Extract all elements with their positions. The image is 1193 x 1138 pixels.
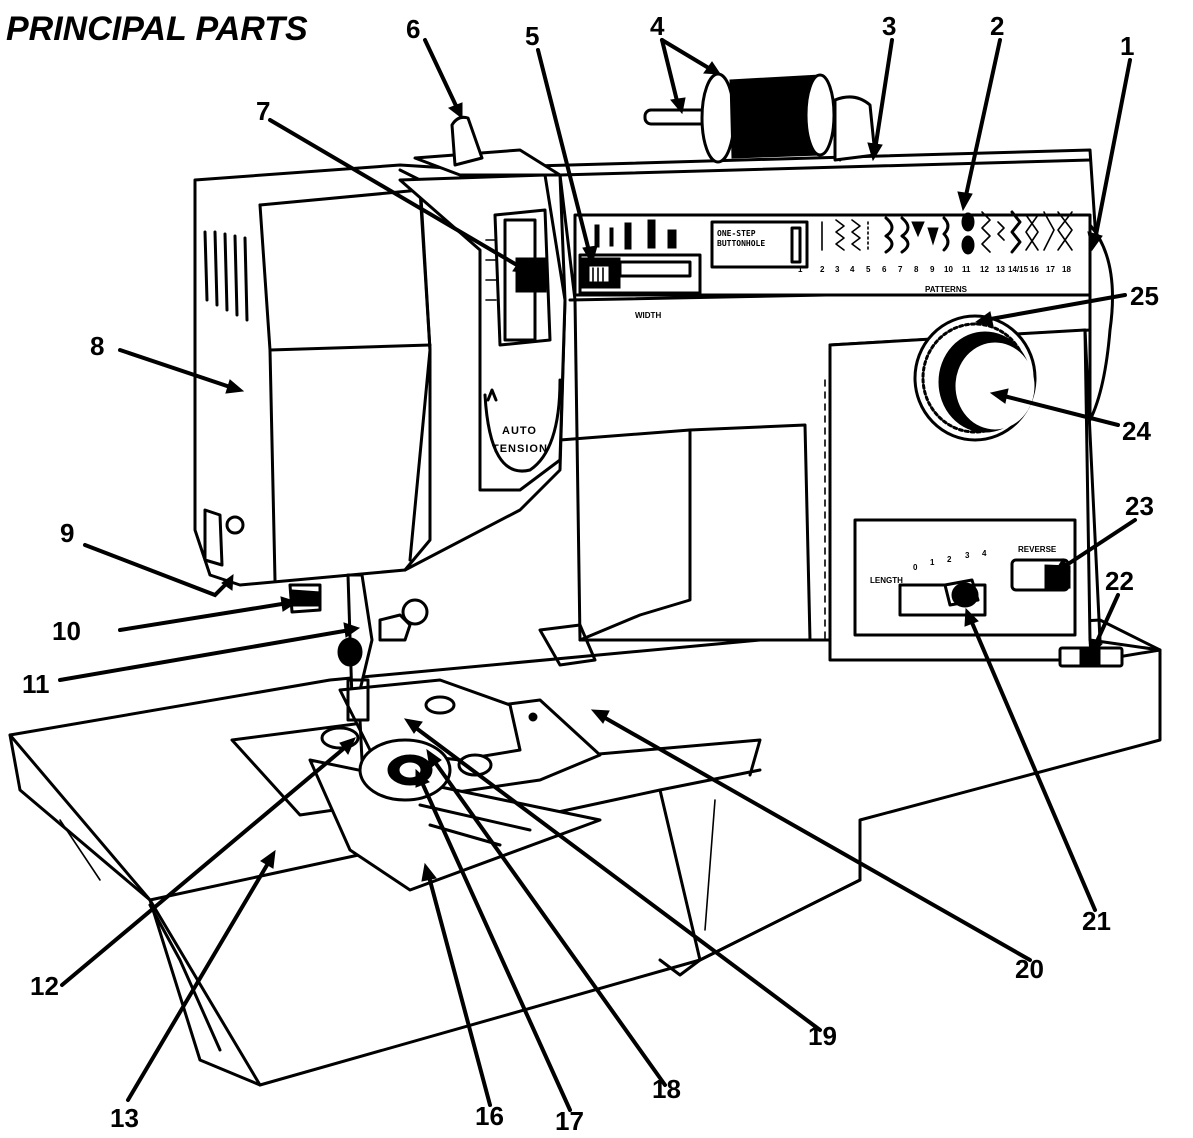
svg-text:14/15: 14/15 (1008, 265, 1029, 274)
callout-24: 24 (1122, 416, 1151, 446)
callout-16: 16 (475, 1101, 504, 1131)
callout-1: 1 (1120, 31, 1134, 61)
width-label: WIDTH (635, 311, 661, 320)
power-light-switch[interactable] (1058, 646, 1124, 668)
svg-text:3: 3 (835, 265, 840, 274)
callout-17: 17 (555, 1106, 584, 1136)
callout-13: 13 (110, 1103, 139, 1133)
callout-19: 19 (808, 1021, 837, 1051)
leader-lines (58, 38, 1137, 1112)
svg-text:9: 9 (930, 265, 935, 274)
length-label: LENGTH (870, 576, 903, 585)
stitch-length-knob[interactable] (943, 578, 980, 608)
stitch-width-marks (594, 219, 677, 250)
svg-text:18: 18 (1062, 265, 1071, 274)
callout-10: 10 (52, 616, 81, 646)
svg-text:1: 1 (930, 558, 935, 567)
svg-text:11: 11 (962, 265, 971, 274)
svg-text:5: 5 (866, 265, 871, 274)
svg-text:4: 4 (982, 549, 987, 558)
svg-text:10: 10 (944, 265, 953, 274)
callout-18: 18 (652, 1074, 681, 1104)
svg-text:17: 17 (1046, 265, 1055, 274)
svg-text:8: 8 (914, 265, 919, 274)
svg-text:2: 2 (820, 265, 825, 274)
machine-body: AUTO TENSION (8, 72, 1162, 1087)
pattern-symbols (821, 210, 1073, 255)
page-title: PRINCIPAL PARTS (6, 10, 308, 48)
buttonhole-label-1: ONE-STEP (717, 229, 756, 238)
tension-label: TENSION (492, 443, 548, 455)
auto-label: AUTO (502, 425, 537, 437)
callout-25: 25 (1130, 281, 1159, 311)
svg-text:16: 16 (1030, 265, 1039, 274)
vent-slots (203, 230, 249, 322)
callout-9: 9 (60, 518, 74, 548)
svg-text:6: 6 (882, 265, 887, 274)
svg-text:2: 2 (947, 555, 952, 564)
svg-text:0: 0 (913, 563, 918, 572)
callout-7: 7 (256, 96, 270, 126)
callout-20: 20 (1015, 954, 1044, 984)
callout-8: 8 (90, 331, 104, 361)
callout-5: 5 (525, 21, 539, 51)
callout-22: 22 (1105, 566, 1134, 596)
callout-12: 12 (30, 971, 59, 1001)
svg-text:4: 4 (850, 265, 855, 274)
length-scale: 0 1 2 3 4 (913, 549, 987, 572)
callout-4: 4 (650, 11, 665, 41)
svg-text:12: 12 (980, 265, 989, 274)
callout-numbers: 1 2 3 4 5 6 7 8 9 10 11 12 13 16 17 18 1… (22, 11, 1159, 1136)
callout-21: 21 (1082, 906, 1111, 936)
buttonhole-label-2: BUTTONHOLE (717, 239, 765, 248)
callout-3: 3 (882, 11, 896, 41)
callout-6: 6 (406, 14, 420, 44)
callout-23: 23 (1125, 491, 1154, 521)
svg-text:3: 3 (965, 551, 970, 560)
pattern-selector-dial[interactable] (913, 314, 1037, 442)
pattern-number-row: 1 2 3 4 5 6 7 8 9 10 11 12 13 14/15 16 1… (798, 265, 1071, 274)
svg-text:1: 1 (798, 265, 803, 274)
svg-text:13: 13 (996, 265, 1005, 274)
width-selector[interactable] (581, 257, 692, 289)
reverse-label: REVERSE (1018, 545, 1057, 554)
patterns-label: PATTERNS (925, 285, 968, 294)
callout-11: 11 (22, 669, 50, 699)
callout-2: 2 (990, 11, 1004, 41)
svg-text:7: 7 (898, 265, 903, 274)
